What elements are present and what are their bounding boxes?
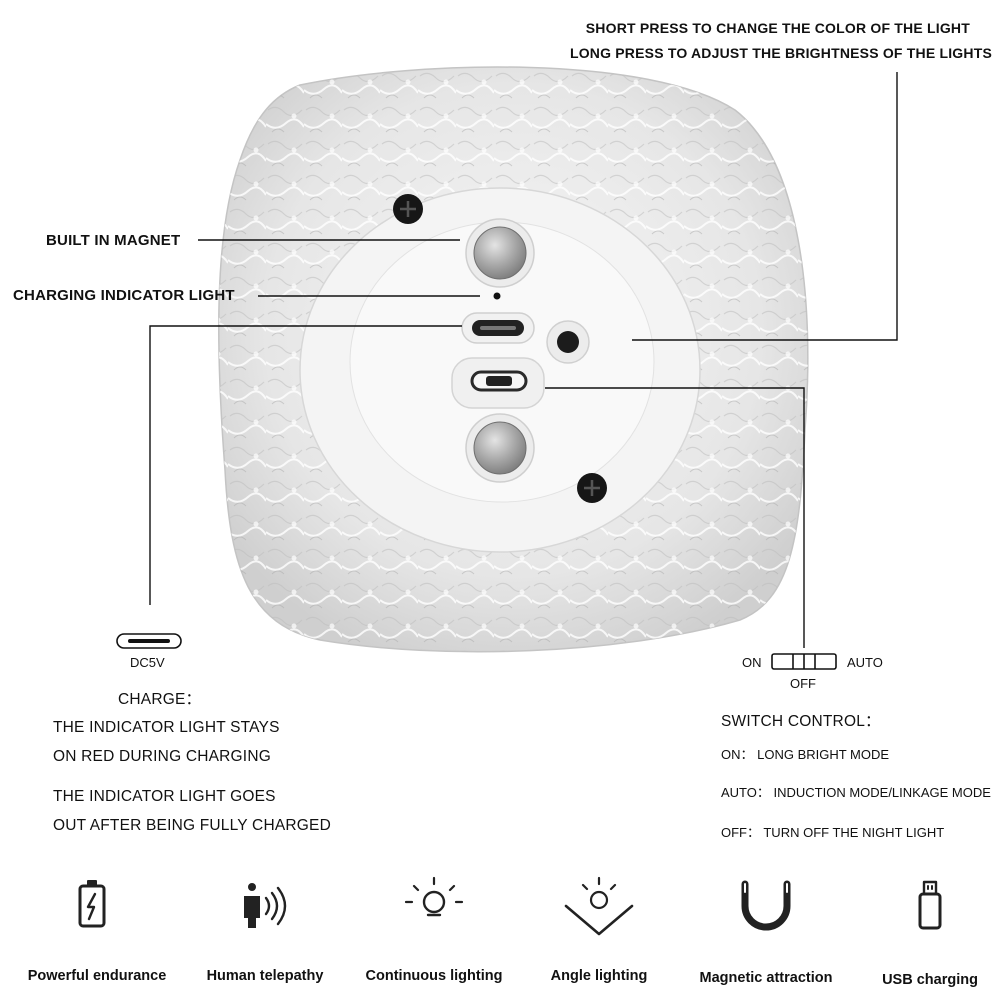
switch-off-label: OFF (790, 676, 816, 691)
mode-switch (451, 357, 545, 409)
charge-line2: ON RED DURING CHARGING (53, 748, 271, 765)
switch-callout-line (545, 387, 805, 648)
charge-line1: THE INDICATOR LIGHT STAYS (53, 719, 280, 736)
switch-auto-label: AUTO (847, 655, 883, 670)
battery-icon (78, 880, 106, 928)
switch-title: SWITCH CONTROL： (721, 713, 881, 730)
human-sensor-icon (244, 883, 287, 928)
screw-top (393, 194, 423, 224)
switch-diagram-icon (771, 653, 837, 670)
feature-label-angle: Angle lighting (550, 968, 648, 984)
charge-title: CHARGE： (118, 691, 202, 708)
bulb-icon (404, 876, 464, 917)
switch-on-desc: ON： LONG BRIGHT MODE (721, 747, 890, 762)
usb-callout-line (149, 325, 462, 605)
magnet-top (465, 218, 535, 288)
feature-icons-row (78, 876, 942, 936)
magnet-callout-label: BUILT IN MAGNET (46, 232, 181, 249)
dc5v-label: DC5V (130, 655, 165, 670)
screw-bottom (577, 473, 607, 503)
button-callout-line1: SHORT PRESS TO CHANGE THE COLOR OF THE L… (585, 20, 970, 36)
usb-c-port (461, 312, 535, 344)
charge-line4: OUT AFTER BEING FULLY CHARGED (53, 817, 331, 834)
feature-label-magnetic: Magnetic attraction (699, 970, 833, 986)
magnet-icon (741, 880, 791, 931)
feature-label-telepathy: Human telepathy (206, 968, 324, 984)
switch-on-label: ON (742, 655, 762, 670)
switch-auto-desc: AUTO： INDUCTION MODE/LINKAGE MODE (721, 785, 991, 800)
button-callout-line (632, 72, 898, 341)
callout-lines (149, 72, 898, 648)
dc5v-port-icon (116, 633, 182, 649)
feature-label-continuous: Continuous lighting (365, 968, 503, 984)
switch-off-desc: OFF： TURN OFF THE NIGHT LIGHT (721, 825, 945, 840)
usb-icon (918, 880, 942, 930)
control-button (546, 320, 590, 364)
feature-label-usb: USB charging (882, 972, 978, 988)
charge-line3: THE INDICATOR LIGHT GOES (53, 788, 276, 805)
indicator-callout-label: CHARGING INDICATOR LIGHT (13, 287, 235, 304)
angle-light-icon (564, 876, 634, 936)
indicator-light-dot (493, 292, 501, 300)
feature-label-endurance: Powerful endurance (27, 968, 167, 984)
button-callout-line2: LONG PRESS TO ADJUST THE BRIGHTNESS OF T… (569, 45, 992, 61)
magnet-bottom (465, 413, 535, 483)
